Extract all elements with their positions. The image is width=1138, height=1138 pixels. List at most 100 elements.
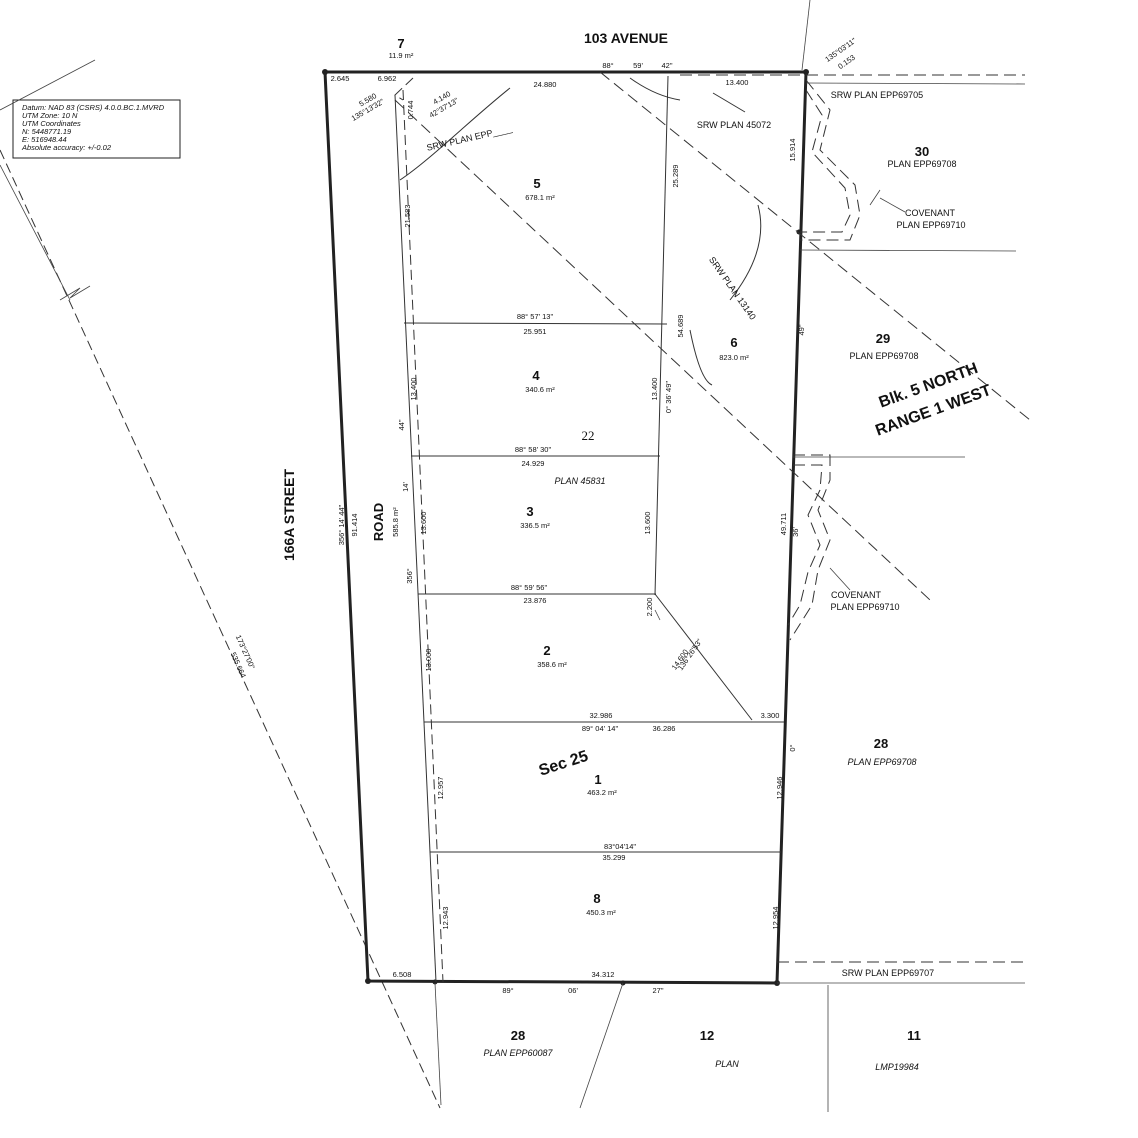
srw-13140-east-line xyxy=(599,71,1031,421)
adjacent-lot-12-plan: PLAN xyxy=(715,1059,739,1069)
lot-number: 2 xyxy=(543,643,550,658)
road-dashed-line xyxy=(402,89,444,983)
covenant-south-leader xyxy=(829,567,851,591)
northing-text: N: 5448771.19 xyxy=(22,127,72,136)
dimensions: 2.645 6.962 24.880 88° 59' 42" 13.400 13… xyxy=(229,36,858,995)
covenant-south-label2: PLAN EPP69710 xyxy=(830,602,899,612)
adjacent-lot-28s-number: 28 xyxy=(511,1028,525,1043)
adjacent-lot-12-number: 12 xyxy=(700,1028,714,1043)
adjacent-lot-30-plan: PLAN EPP69708 xyxy=(887,159,956,169)
dim-lot3-width: 24.929 xyxy=(522,459,545,468)
dim-lot4-right-a: 54.689 xyxy=(676,315,685,338)
road-south-line xyxy=(434,982,442,1106)
dim-road-356: 356° xyxy=(405,568,414,584)
lot-area: 463.2 m² xyxy=(587,788,617,797)
dim-lot2-left: 13.000 xyxy=(424,649,433,672)
srw-epp-label: SRW PLAN EPP____ xyxy=(426,123,514,153)
road-east-line xyxy=(394,94,437,983)
northwest-line xyxy=(0,59,96,111)
adjacent-lot-11-plan: LMP19984 xyxy=(875,1062,919,1072)
lot-area: 336.5 m² xyxy=(520,521,550,530)
dim-lot5-left: 21.583 xyxy=(403,205,412,228)
dim-bottom-06: 06' xyxy=(568,986,578,995)
dim-lot1-width: 36.286 xyxy=(653,724,676,733)
dim-lot4-width: 25.951 xyxy=(524,327,547,336)
dim-top-13400: 13.400 xyxy=(726,78,749,87)
dim-lot1-3300: 3.300 xyxy=(761,711,780,720)
adjacent-lot-28s-plan: PLAN EPP60087 xyxy=(483,1048,553,1058)
adjacent-lot-29-plan: PLAN EPP69708 xyxy=(849,351,918,361)
accuracy-text: Absolute accuracy: +/-0.02 xyxy=(21,143,112,152)
dim-top-left-b: 6.962 xyxy=(378,74,397,83)
easting-text: E: 516948.44 xyxy=(22,135,67,144)
srw-13140-west-line xyxy=(394,99,931,601)
srw-epp69705-label: SRW PLAN EPP69705 xyxy=(831,90,923,100)
dim-bottom-width: 34.312 xyxy=(592,970,615,979)
srw-epp-arrow xyxy=(399,87,511,181)
lot12-28-line xyxy=(579,982,624,1109)
lot-interior-east-line xyxy=(654,75,669,596)
lot-number: 4 xyxy=(532,368,540,383)
adjacent-lot-30-number: 30 xyxy=(915,144,929,159)
lot7-corner xyxy=(394,77,414,101)
diagonal-section-line xyxy=(0,149,441,1109)
dim-lot8-bearing: 83°04'14" xyxy=(604,842,636,851)
lot-number: 7 xyxy=(397,36,404,51)
lot-8: 8 450.3 m² xyxy=(586,891,616,917)
parent-lot-number: 22 xyxy=(582,428,595,443)
lot-3: 3 336.5 m² xyxy=(520,504,550,530)
lot-7: 7 11.9 m² xyxy=(389,36,414,60)
dim-top-42: 42" xyxy=(661,61,672,70)
lot2-diagonal-line xyxy=(654,593,753,721)
lot4-north-line xyxy=(403,322,668,325)
srw-45072-label: SRW PLAN 45072 xyxy=(697,120,771,130)
lot-5: 5 678.1 m² xyxy=(525,176,555,202)
lot-number: 1 xyxy=(594,772,601,787)
dim-lot4-bearing: 88° 57' 13" xyxy=(517,312,554,321)
utm-zone-text: UTM Zone: 10 N xyxy=(22,111,78,120)
dim-east-15914: 15.914 xyxy=(788,139,797,162)
dim-lot1-top-a: 32.986 xyxy=(590,711,613,720)
dim-road-14: 14' xyxy=(401,482,410,492)
covenant-south-outer xyxy=(789,454,831,641)
srw-epp69707-label: SRW PLAN EPP69707 xyxy=(842,968,934,978)
corner-nw xyxy=(322,69,328,75)
lot-area: 678.1 m² xyxy=(525,193,555,202)
parent-plan-label: PLAN 45831 xyxy=(554,476,605,486)
covenant-south-inner xyxy=(787,464,823,626)
lot-6: 6 823.0 m² xyxy=(719,335,749,362)
lot-area: 823.0 m² xyxy=(719,353,749,362)
dim-lot8-right: 12.954 xyxy=(771,907,780,930)
lot-area: 450.3 m² xyxy=(586,908,616,917)
dim-top-24880: 24.880 xyxy=(534,80,557,89)
dim-lot2-width: 23.876 xyxy=(524,596,547,605)
dim-lot3-left: 13.600 xyxy=(419,512,428,535)
corner-e-pin xyxy=(796,229,802,235)
dim-lot3-right: 13.600 xyxy=(643,512,652,535)
lot-number: 3 xyxy=(526,504,533,519)
dim-top-59: 59' xyxy=(633,61,643,70)
dim-east-0: 0° xyxy=(788,744,797,751)
dim-east-49: 49" xyxy=(797,324,806,335)
north-street-label: 103 AVENUE xyxy=(584,30,668,46)
break-symbol xyxy=(59,285,91,301)
lot-1: 1 463.2 m² xyxy=(587,772,617,797)
corner-ne xyxy=(803,69,809,75)
dim-east-36: 36' xyxy=(791,527,800,537)
srw-45072-leader xyxy=(629,77,681,101)
dim-top-left-a: 2.645 xyxy=(331,74,350,83)
datum-info-box: Datum: NAD 83 (CSRS) 4.0.0.BC.1.MVRD UTM… xyxy=(12,99,181,159)
dim-lot2-bearing: 88° 59' 56" xyxy=(511,583,548,592)
dim-lot2-2200: 2.200 xyxy=(645,598,654,617)
adjacent-north-line xyxy=(805,82,1026,85)
dim-lot1-bearing: 89° 04' 14" xyxy=(582,724,619,733)
utm-coords-text: UTM Coordinates xyxy=(22,119,81,128)
srw-13140-arc xyxy=(689,204,762,386)
lot-area: 11.9 m² xyxy=(389,51,414,60)
adjacent-lot-28-number: 28 xyxy=(874,736,888,751)
adjacent-lot-29-number: 29 xyxy=(876,331,890,346)
dim-lot4-right-b: 13.400 xyxy=(650,378,659,401)
dim-bottom-89: 89° xyxy=(502,986,513,995)
lot-number: 5 xyxy=(533,176,540,191)
